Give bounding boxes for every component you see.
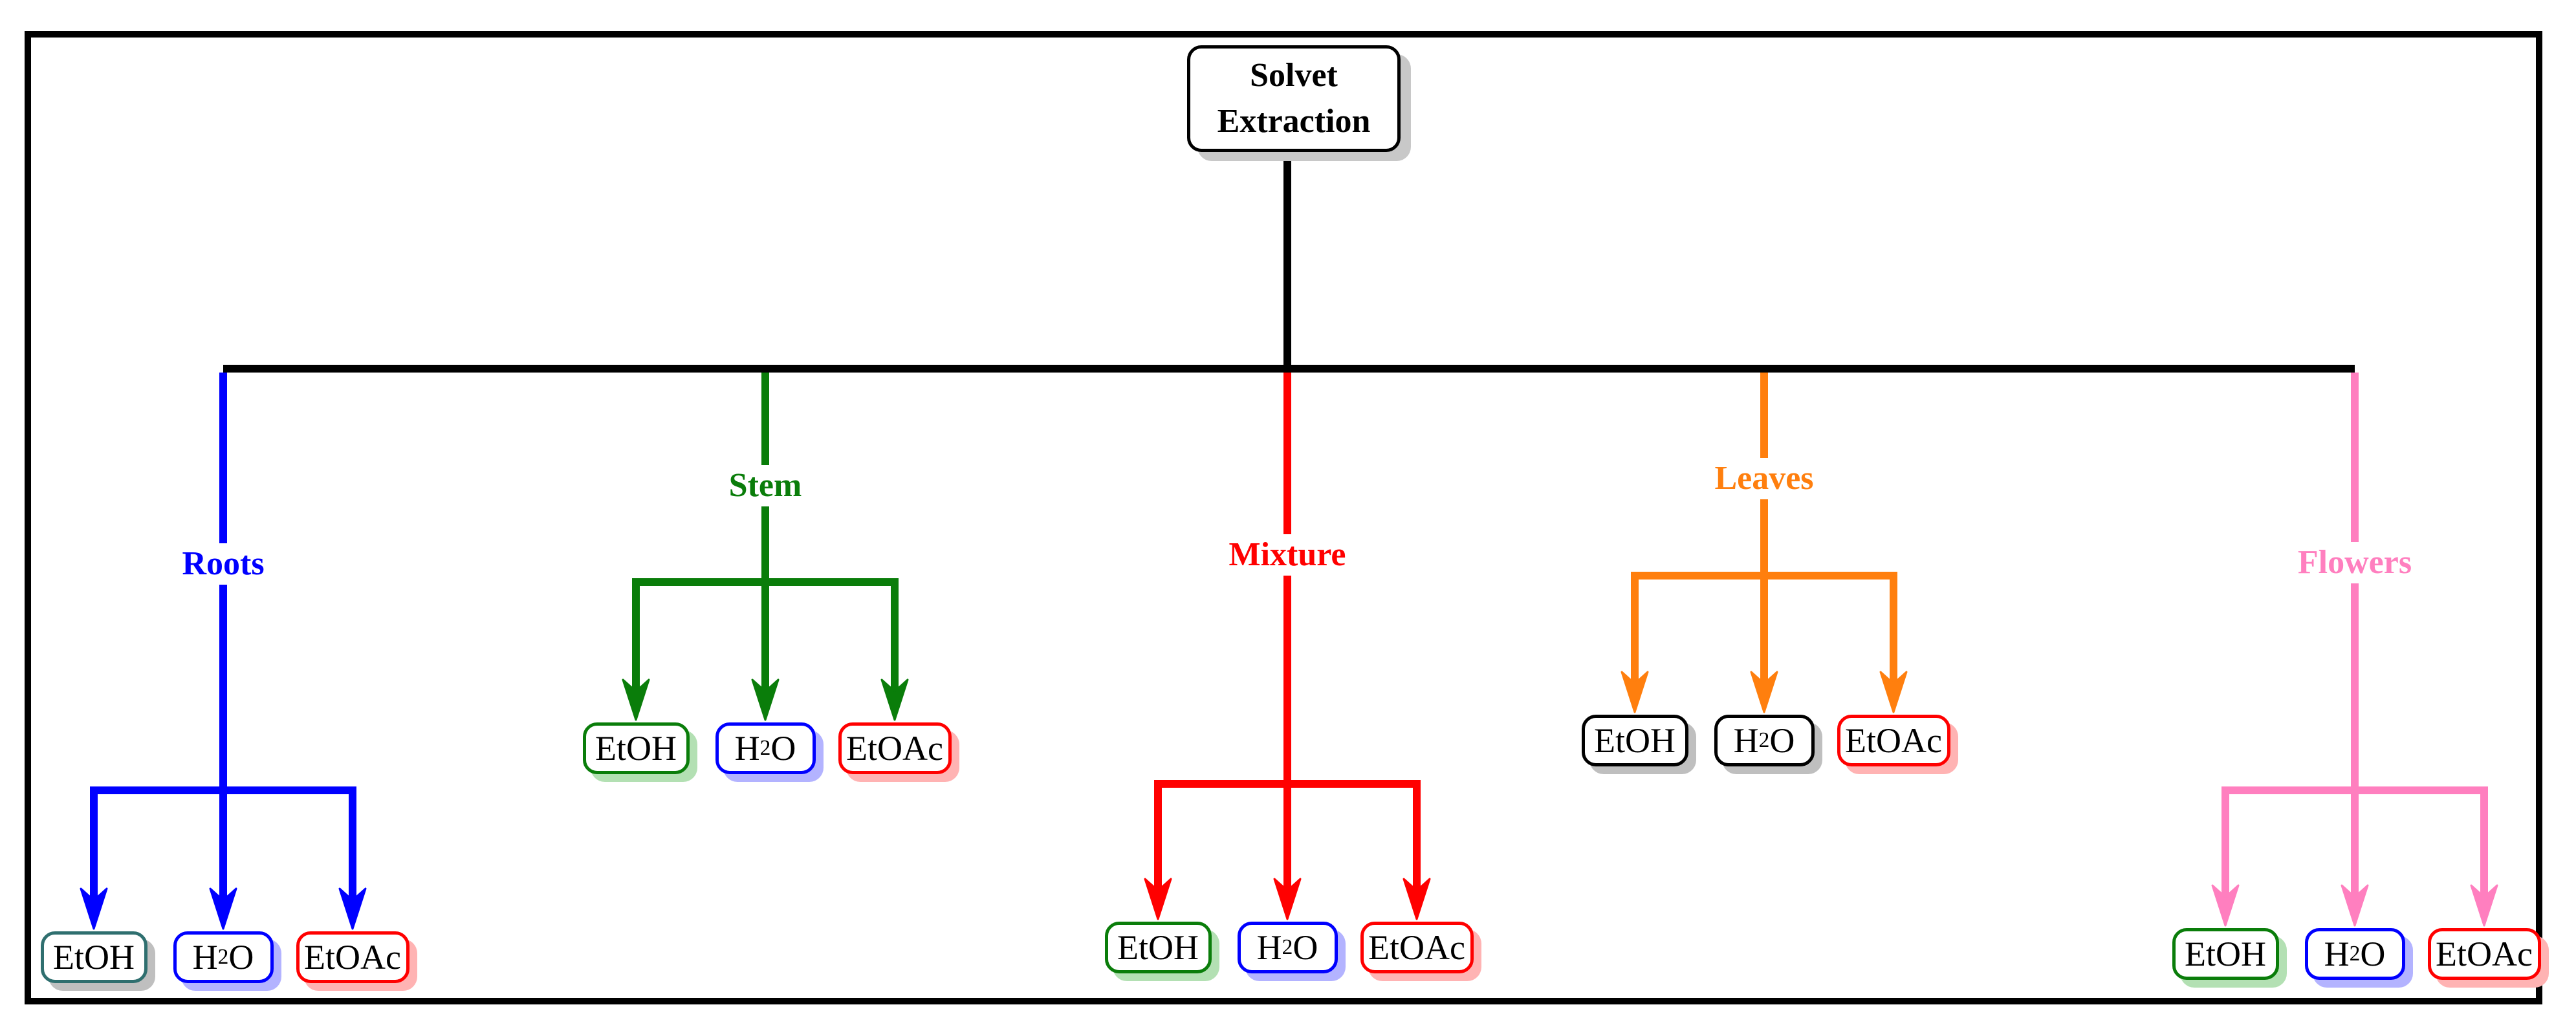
mixture-arrow-head-1 [1144,878,1172,920]
stem-arrow-head-3 [880,678,909,721]
solvent-label-tail: O [1293,928,1318,967]
mixture-solvent-etoac: EtOAc [1360,922,1474,973]
flowers-arrow-head-3 [2470,884,2498,927]
flowers-label: Flowers [2295,542,2415,583]
solvent-label: H [734,729,760,768]
stem-solvent-etoh: EtOH [582,722,690,774]
flowers-arrow-head-1 [2211,884,2240,927]
root-label-line1: Solvet [1250,57,1338,94]
solvent-label: EtOH [1117,928,1199,967]
solvent-label: EtOH [1594,721,1675,760]
leaves-label: Leaves [1712,458,1817,499]
stem-arrow-head-1 [622,678,650,721]
solvent-label: EtOH [595,729,677,768]
solvent-label-tail: O [770,729,796,768]
roots-label: Roots [179,543,267,585]
mixture-solvent-etoh: EtOH [1104,922,1212,973]
solvent-label: EtOAc [1368,928,1465,967]
roots-arrow-head-3 [338,887,367,930]
leaves-arrow-head-1 [1621,671,1649,713]
solvent-label: H [1733,721,1759,760]
roots-solvent-etoh: EtOH [40,931,147,983]
solvent-label: EtOAc [846,729,943,768]
roots-arrow-head-2 [209,887,237,930]
stem-solvent-etoac: EtOAc [838,722,952,774]
root-label-line2: Extraction [1217,102,1371,140]
flowers-arrow-head-2 [2341,884,2369,927]
solvent-label-tail: O [1769,721,1795,760]
flowers-solvent-etoac: EtOAc [2427,928,2541,980]
roots-arrow-head-1 [80,887,108,930]
solvent-label: H [2324,935,2350,973]
stem-label: Stem [726,465,805,506]
solvent-label: EtOH [2185,935,2266,973]
solvent-label: H [192,938,218,977]
diagram-frame [25,31,2542,1004]
solvent-label: EtOAc [304,938,401,977]
roots-solvent-etoac: EtOAc [296,931,409,983]
solvent-label-tail: O [2360,935,2386,973]
stem-arrow-head-2 [751,678,780,721]
solvent-label: EtOAc [2436,935,2533,973]
mixture-label: Mixture [1226,534,1349,576]
root-node: Solvet Extraction [1187,45,1401,152]
leaves-solvent-etoh: EtOH [1581,715,1688,766]
leaves-solvent-etoac: EtOAc [1837,715,1950,766]
solvent-label: EtOH [53,938,135,977]
mixture-arrow-head-2 [1273,878,1302,920]
leaves-arrow-head-3 [1879,671,1908,713]
solvent-label: EtOAc [1845,721,1942,760]
solvent-label-tail: O [228,938,254,977]
solvent-label: H [1256,928,1282,967]
flowers-solvent-etoh: EtOH [2172,928,2279,980]
leaves-arrow-head-2 [1750,671,1778,713]
mixture-arrow-head-3 [1403,878,1431,920]
